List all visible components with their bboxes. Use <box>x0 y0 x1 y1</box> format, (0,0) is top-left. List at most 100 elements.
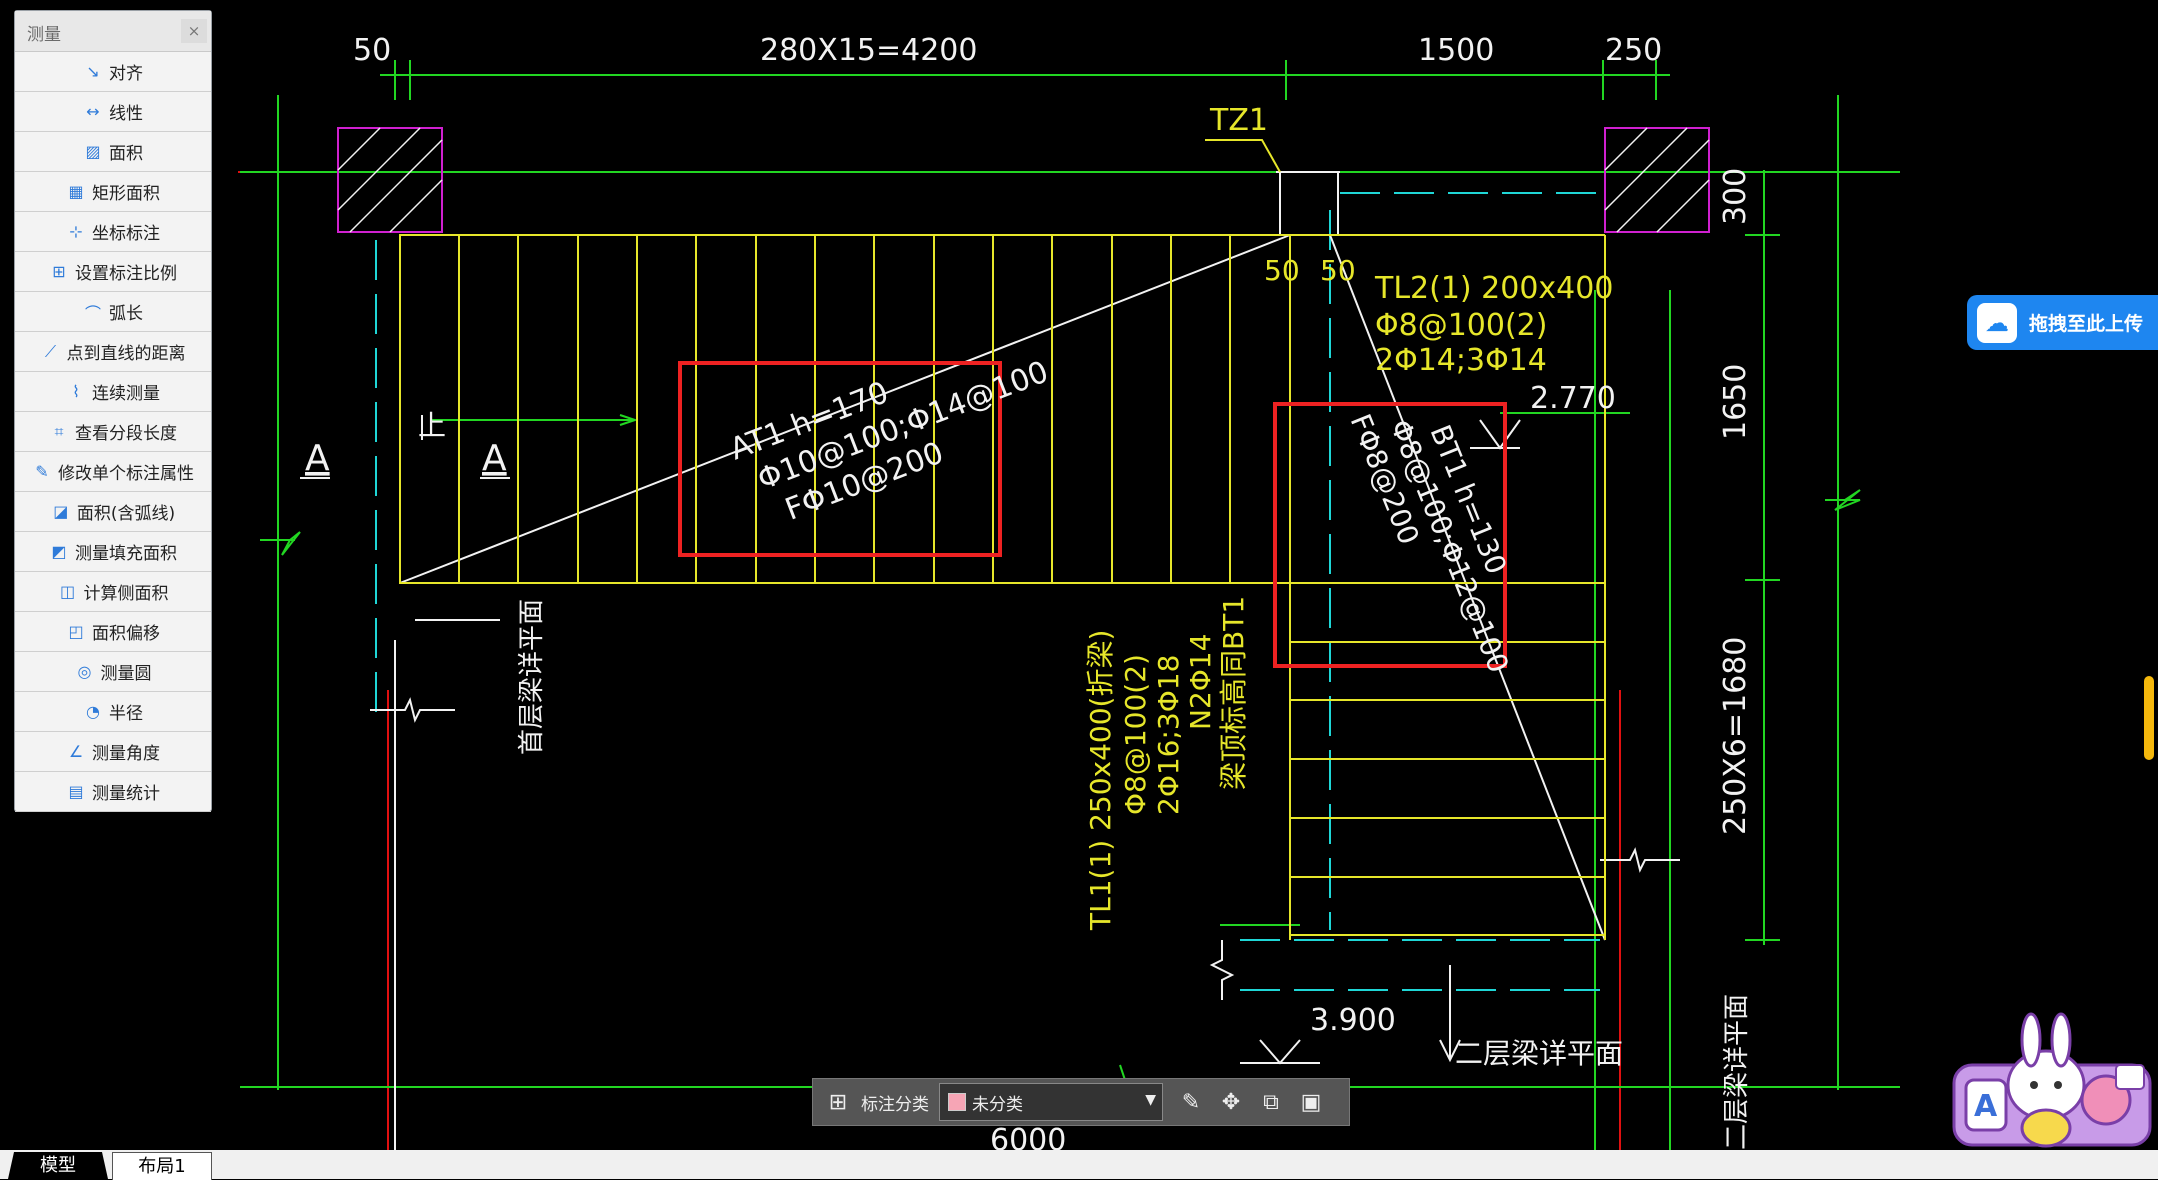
measure-tool-label: 面积偏移 <box>92 624 160 644</box>
tab-model[interactable]: 模型 <box>8 1152 108 1179</box>
close-icon[interactable]: × <box>181 19 207 43</box>
measure-tool-item[interactable]: ◰ 面积偏移 <box>15 612 211 652</box>
tl2-label: TL2(1) 200x400 Φ8@100(2) 2Φ14;3Φ14 <box>1374 271 1613 378</box>
measure-tool-label: 测量圆 <box>100 664 152 684</box>
measure-tool-label: 线性 <box>109 104 143 124</box>
highlight-boxes <box>678 361 1507 668</box>
area-offset-icon: ◰ <box>68 622 84 641</box>
arc-length-icon: ⌒ <box>84 303 101 323</box>
dim-small-2: 50 <box>1320 254 1356 287</box>
measure-tool-item[interactable]: ◔ 半径 <box>15 692 211 732</box>
measure-tool-item[interactable]: ∠测量角度 <box>15 732 211 772</box>
hatch-area-icon: ◩ <box>51 542 67 561</box>
measure-tool-item[interactable]: ⌇ 连续测量 <box>15 372 211 412</box>
annotation-category-label: 标注分类 <box>861 1094 929 1115</box>
measure-tool-label: 测量填充面积 <box>75 544 177 564</box>
point-line-distance-icon: ⟋ <box>44 341 57 361</box>
measure-tool-item[interactable]: ▤测量统计 <box>15 772 211 812</box>
dim-4200: 280X15=4200 <box>760 33 977 68</box>
measure-tool-item[interactable]: ↔ 线性 <box>15 92 211 132</box>
stair-treads-bt1 <box>1289 234 1606 940</box>
annotation-tools: ✎ ✥ ⧉ ▣ <box>1171 1090 1331 1115</box>
measure-tool-item[interactable]: ▦ 矩形面积 <box>15 172 211 212</box>
cloud-upload-icon: ☁ <box>1977 302 2017 343</box>
measure-tool-item[interactable]: ◫计算侧面积 <box>15 572 211 612</box>
measure-tool-item[interactable]: ◩ 测量填充面积 <box>15 532 211 572</box>
measure-tool-item[interactable]: ⊹坐标标注 <box>15 212 211 252</box>
column-right <box>1604 127 1710 233</box>
cyan-dashed-lines <box>375 192 1600 991</box>
scroll-indicator[interactable] <box>2144 676 2154 760</box>
red-axis-lines <box>238 171 1890 1150</box>
measure-tool-label: 查看分段长度 <box>75 424 177 444</box>
dim-labels-top: 50 280X15=4200 1500 250 <box>353 33 1662 68</box>
measure-tool-item[interactable]: ◪面积(含弧线) <box>15 492 211 532</box>
measure-tool-label: 弧长 <box>109 304 143 324</box>
first-floor-label: 首层梁详平面 <box>517 599 547 755</box>
svg-text:Φ8@100(2): Φ8@100(2) <box>1119 654 1152 815</box>
align-dimension-icon: ↘ <box>86 62 100 81</box>
tl1-label: TL1(1) 250x400(折梁) Φ8@100(2) 2Φ16;3Φ18 N… <box>1084 596 1250 931</box>
measure-tool-label: 矩形面积 <box>92 184 160 204</box>
radius-icon: ◔ <box>86 702 100 721</box>
measure-panel: 测量 × ↘对齐 ↔ 线性 ▨面积 ▦ 矩形面积 ⊹坐标标注⊞设置标注比例 ⌒ 弧长 ⟋点到直线的… <box>14 10 212 812</box>
elevation-top: 2.770 <box>1530 381 1616 416</box>
measure-tool-item[interactable]: ⌒ 弧长 <box>15 292 211 332</box>
highlight-box-bt1 <box>1273 402 1507 668</box>
measure-tool-label: 半径 <box>109 704 143 724</box>
svg-text:Φ8@100(2): Φ8@100(2) <box>1375 308 1547 343</box>
elevation-bottom: 3.900 <box>1310 1003 1396 1038</box>
stair-up-label: 上 <box>418 409 446 442</box>
measure-tool-list: ↘对齐 ↔ 线性 ▨面积 ▦ 矩形面积 ⊹坐标标注⊞设置标注比例 ⌒ 弧长 ⟋点到直线的距离 ⌇ 连续… <box>15 52 211 812</box>
rect-area-icon: ▦ <box>68 182 84 201</box>
second-floor-label: 二层梁详平面 <box>1455 1037 1623 1070</box>
paste-annotation-icon[interactable]: ▣ <box>1300 1089 1322 1115</box>
arc-area-icon: ◪ <box>53 502 69 521</box>
tab-layout1[interactable]: 布局1 <box>112 1152 212 1180</box>
measure-tool-item[interactable]: ↘对齐 <box>15 52 211 92</box>
continuous-measure-icon: ⌇ <box>72 382 80 401</box>
svg-text:2Φ14;3Φ14: 2Φ14;3Φ14 <box>1375 343 1547 378</box>
annotation-category-value: 未分类 <box>972 1094 1023 1115</box>
linear-dimension-icon: ↔ <box>86 102 100 121</box>
layout-tab-bar: 模型 布局1 <box>0 1150 2158 1180</box>
measure-tool-item[interactable]: ▨面积 <box>15 132 211 172</box>
measure-panel-header[interactable]: 测量 × <box>15 11 211 52</box>
measure-tool-label: 面积 <box>109 144 143 164</box>
measure-tool-item[interactable]: ⟋点到直线的距离 <box>15 332 211 372</box>
measure-tool-item[interactable]: ⊞设置标注比例 <box>15 252 211 292</box>
svg-text:250X6=1680: 250X6=1680 <box>1718 637 1753 835</box>
annotation-category-select[interactable]: 未分类 ▼ <box>939 1083 1163 1121</box>
annotation-toolbar: ⊞ 标注分类 未分类 ▼ ✎ ✥ ⧉ ▣ <box>812 1078 1350 1126</box>
section-a-left: A <box>305 438 330 479</box>
copy-annotation-icon[interactable]: ⧉ <box>1263 1089 1279 1115</box>
measure-tool-label: 连续测量 <box>92 384 160 404</box>
svg-text:1650: 1650 <box>1718 364 1753 440</box>
measure-tool-label: 测量统计 <box>92 784 160 804</box>
white-lines <box>300 171 1680 1150</box>
svg-text:A: A <box>1974 1089 1998 1124</box>
move-annotation-icon[interactable]: ✥ <box>1221 1089 1241 1115</box>
right-floor-label: 二层梁详平面 <box>1722 994 1752 1150</box>
green-dimension-lines <box>240 60 1900 1150</box>
measure-tool-label: 设置标注比例 <box>75 264 177 284</box>
edit-dimension-icon: ✎ <box>35 462 49 481</box>
coordinate-icon: ⊹ <box>69 222 83 241</box>
column-left <box>337 127 443 233</box>
grid-menu-icon[interactable]: ⊞ <box>828 1089 848 1115</box>
side-area-icon: ◫ <box>59 582 76 601</box>
bt1-label: BT1 h=130 Φ8@100;Φ12@100 FΦ8@200 <box>1344 409 1516 677</box>
upload-label: 拖拽至此上传 <box>2029 313 2144 335</box>
measure-tool-item[interactable]: ◎ 测量圆 <box>15 652 211 692</box>
tz1-label: TZ1 <box>1209 103 1268 138</box>
measure-tool-item[interactable]: ⌗查看分段长度 <box>15 412 211 452</box>
svg-text:N2Φ14: N2Φ14 <box>1184 634 1217 730</box>
measure-tool-item[interactable]: ✎修改单个标注属性 <box>15 452 211 492</box>
measure-circle-icon: ◎ <box>77 662 92 681</box>
dim-50: 50 <box>353 33 391 68</box>
edit-annotation-icon[interactable]: ✎ <box>1181 1089 1201 1115</box>
drag-upload-button[interactable]: ☁ 拖拽至此上传 <box>1967 295 2158 350</box>
at1-label: AT1 h=170 Φ10@100;Φ14@100 FΦ10@200 <box>725 354 1053 527</box>
